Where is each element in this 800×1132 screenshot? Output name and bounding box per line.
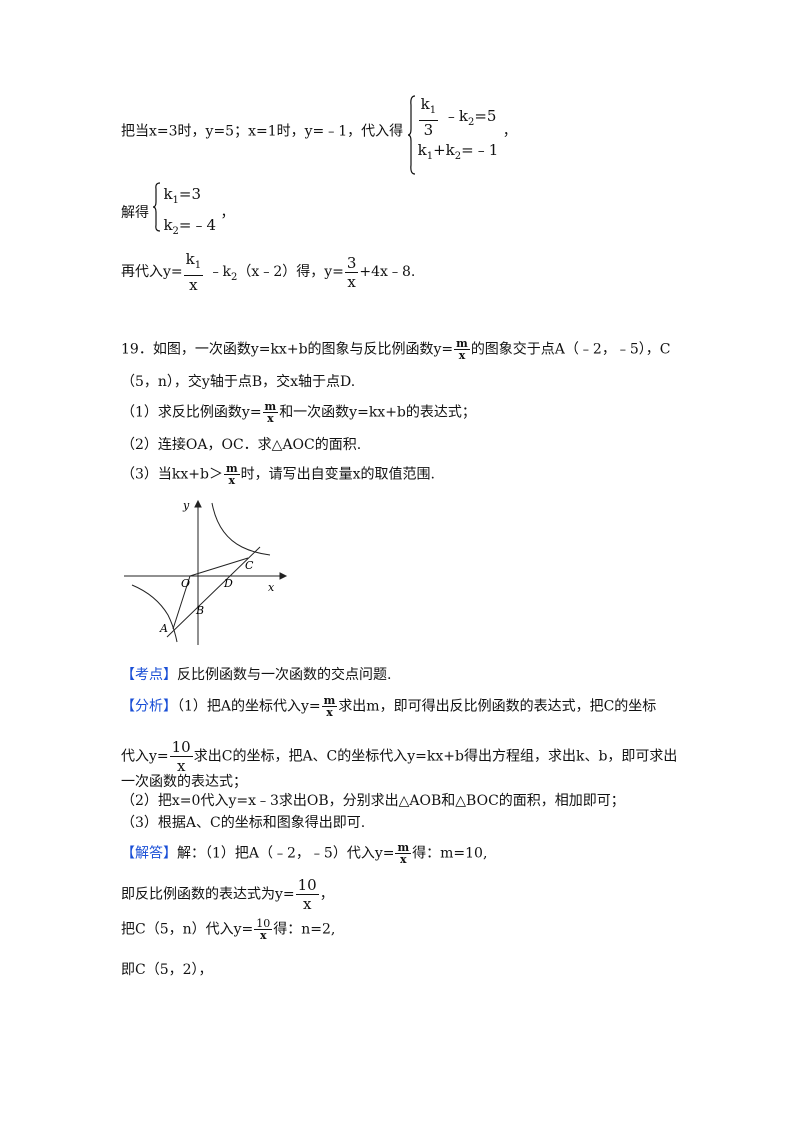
prev-line-2: 解得 k1=3 k2=﹣4 ，	[121, 182, 235, 244]
equation-system-2: k1=3 k2=﹣4	[153, 182, 216, 244]
segment-OC	[189, 557, 249, 577]
prev-line-1-text: 把当x=3时，y=5；x=1时，y=﹣1，代入得	[121, 123, 404, 140]
x-axis-arrow-icon	[279, 572, 288, 580]
label-x: x	[268, 581, 275, 594]
label-B: B	[195, 604, 204, 617]
left-brace-icon	[153, 182, 161, 232]
left-brace-icon	[407, 95, 415, 175]
kaodian-line: 【考点】反比例函数与一次函数的交点问题.	[121, 667, 392, 683]
q19-line-2: （5，n），交y轴于点B，交x轴于点D.	[121, 374, 356, 390]
label-O: O	[181, 577, 190, 590]
segment-OA	[172, 575, 191, 630]
y-axis-arrow-icon	[194, 499, 202, 508]
hyperbola-branch-1	[211, 502, 271, 556]
jieda-tag: 【解答】	[121, 845, 177, 862]
fenxi-line-4: （2）把x=0代入y=x﹣3求出OB，分别求出△AOB和△BOC的面积，相加即可…	[121, 793, 625, 809]
kaodian-tag: 【考点】	[121, 667, 177, 683]
label-C: C	[245, 559, 254, 572]
system-1-row-2: k1+k2=﹣1	[417, 141, 499, 162]
label-D: D	[223, 577, 233, 590]
label-A: A	[159, 622, 168, 635]
function-graph: y x O D C B A	[124, 499, 288, 645]
system-2-row-1: k1=3	[163, 185, 202, 206]
fenxi-tag: 【分析】	[121, 698, 177, 715]
hyperbola-branch-2	[131, 584, 178, 643]
jieda-line-4: 即C（5，2），	[121, 962, 213, 978]
system-2-row-2: k2=﹣4	[163, 216, 217, 237]
fenxi-line-3: 一次函数的表达式；	[121, 774, 247, 790]
label-y: y	[182, 499, 190, 512]
q19-line-4: （2）连接OA，OC．求△AOC的面积.	[121, 437, 362, 453]
linear-function-line	[166, 546, 261, 638]
fenxi-line-5: （3）根据A、C的坐标和图象得出即可.	[121, 815, 366, 831]
